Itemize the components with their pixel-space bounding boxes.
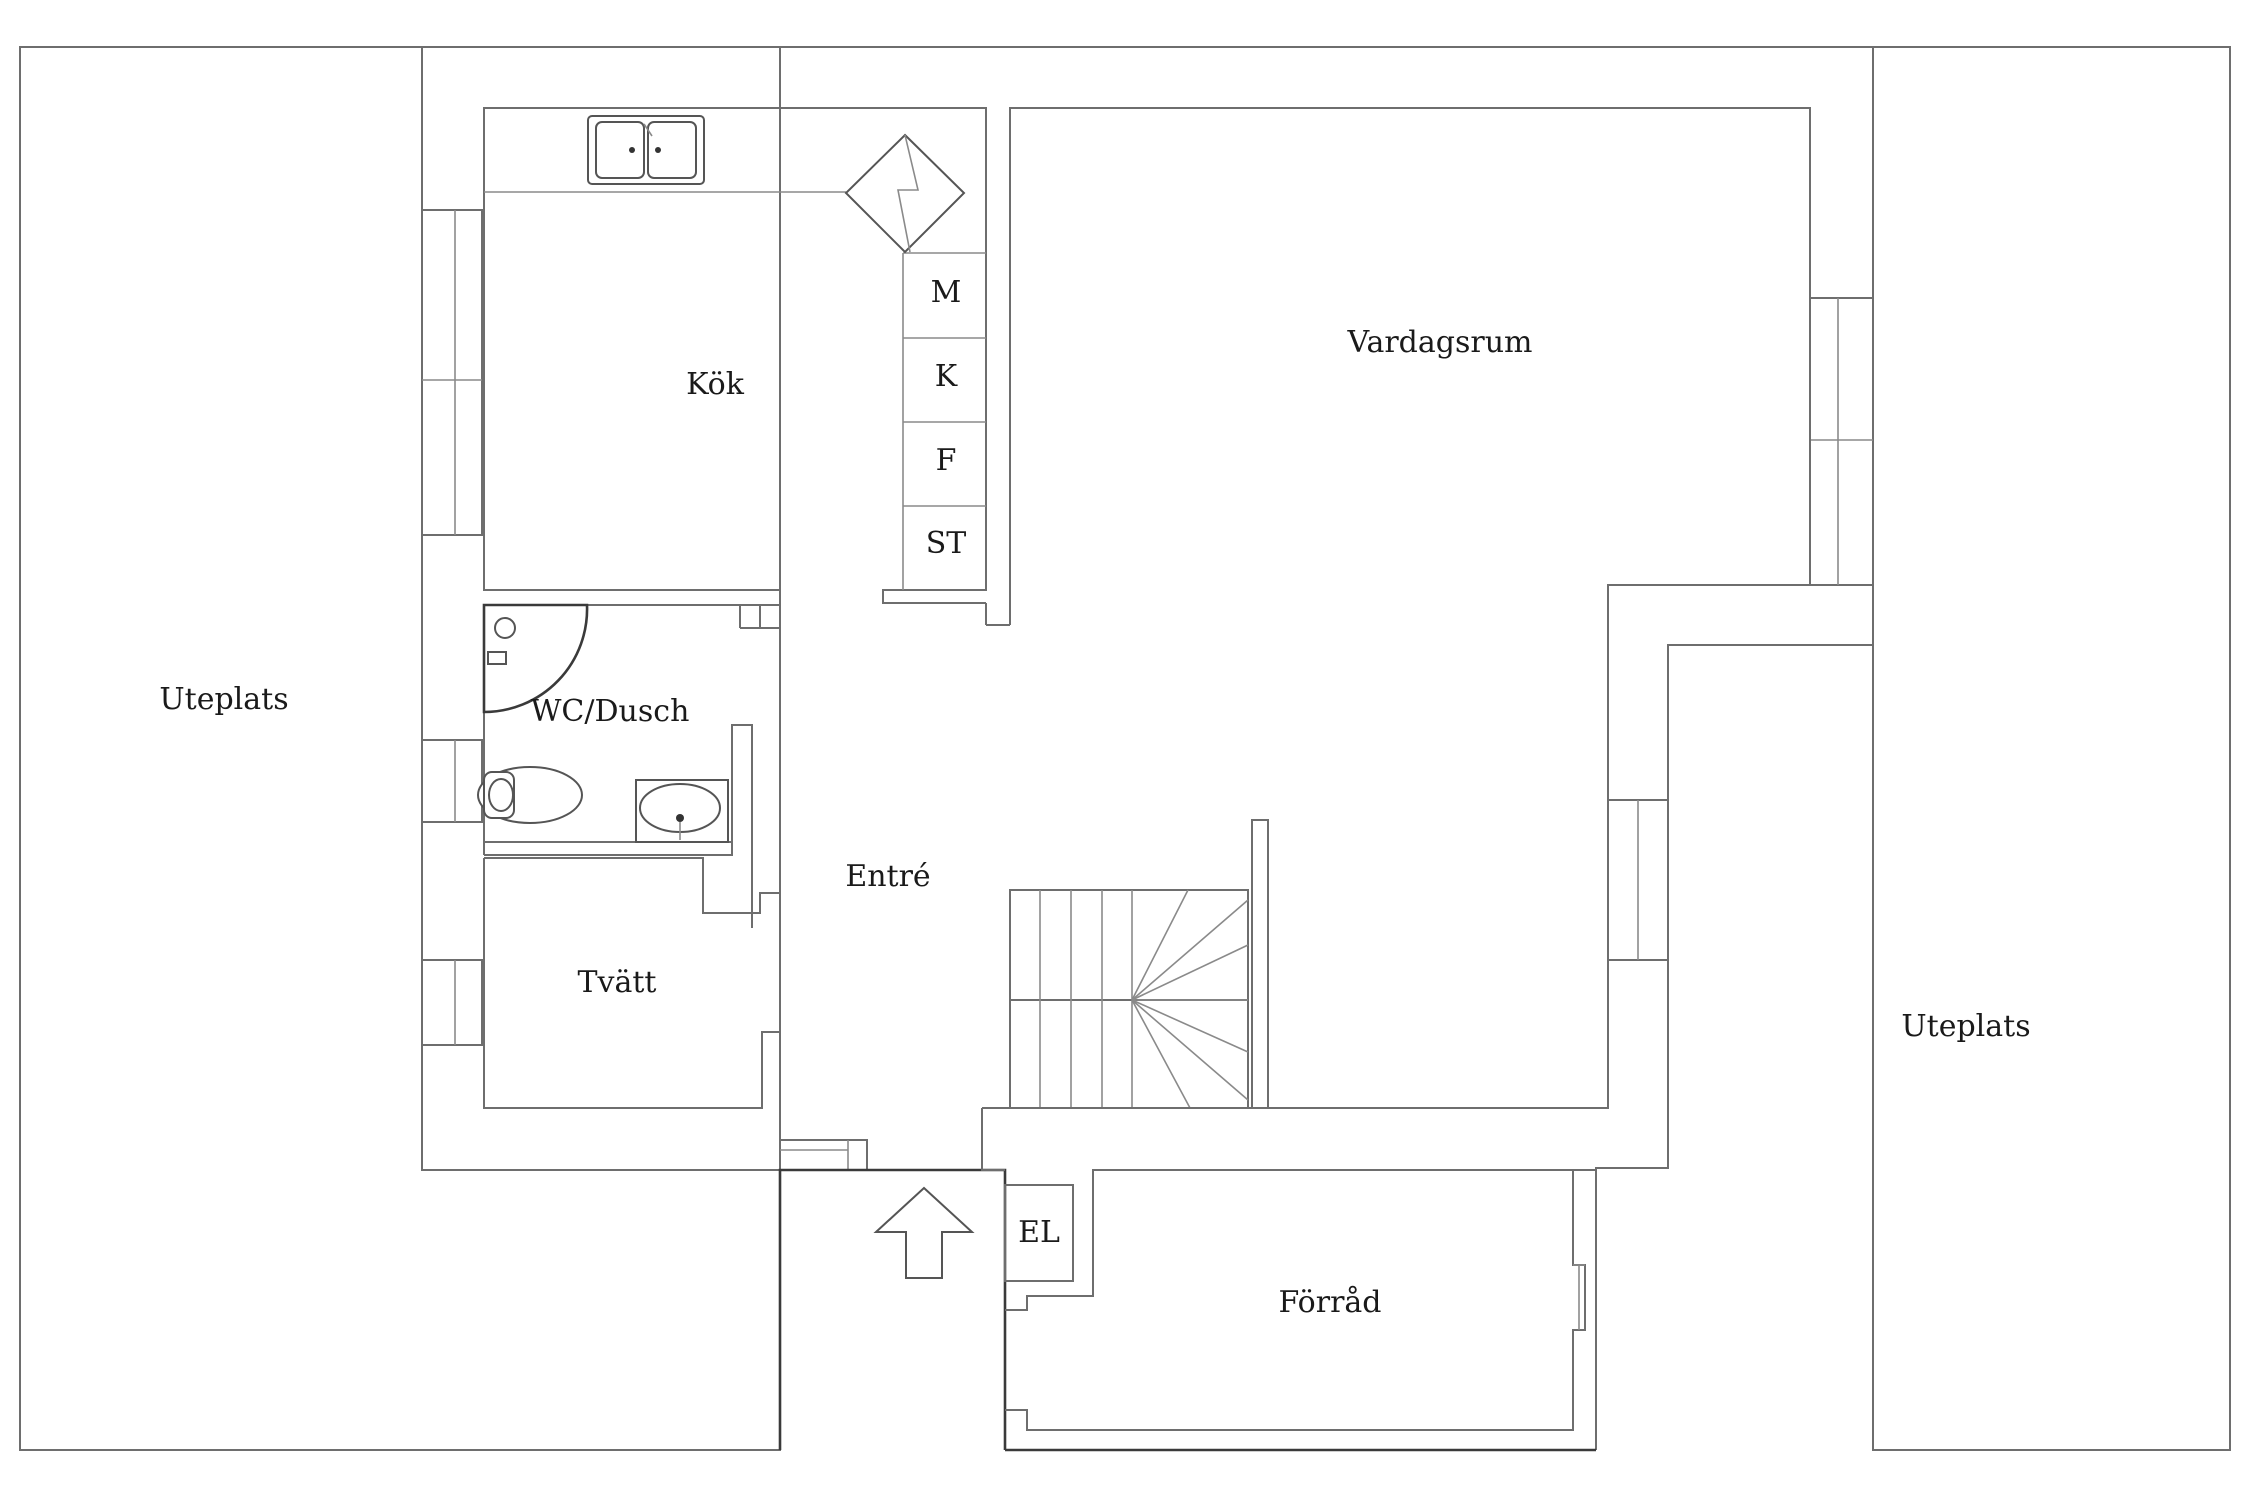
kitchen-wall: [483, 107, 987, 604]
appliance-label-m: M: [930, 275, 962, 310]
house-shell-right: [1595, 47, 1874, 1450]
window-left-2: [421, 739, 483, 823]
washbasin-icon: [635, 779, 729, 843]
house-shell-left: [421, 47, 780, 1171]
wc-wall: [484, 604, 781, 629]
window-right-2: [1607, 799, 1669, 961]
entrance-door: [779, 1139, 868, 1171]
outer-boundary-left: [19, 46, 781, 1451]
laundry-wall: [484, 857, 781, 928]
room-label-vardagsrum: Vardagsrum: [1347, 325, 1533, 360]
window-left-1: [421, 209, 483, 536]
outer-boundary-right: [1872, 46, 2231, 1451]
area-label-uteplats-left: Uteplats: [159, 682, 289, 717]
room-label-wc-dusch: WC/Dusch: [530, 694, 690, 729]
stove-icon: [844, 133, 966, 254]
toilet-icon: [477, 766, 583, 824]
room-label-kok: Kök: [686, 367, 744, 402]
appliance-label-f: F: [935, 443, 957, 478]
shower-door-arc: [482, 603, 589, 714]
entrance-path: [778, 1168, 1007, 1450]
window-right-1: [1809, 297, 1874, 586]
room-label-forrad: Förråd: [1278, 1285, 1382, 1320]
appliance-label-st: ST: [925, 526, 967, 561]
shower-head-icon: [494, 617, 516, 639]
appliance-label-k: K: [934, 359, 958, 394]
el-label: EL: [1018, 1215, 1060, 1250]
living-room-wall: [1009, 107, 1811, 1109]
room-label-entre: Entré: [845, 859, 931, 894]
staircase: [1009, 889, 1249, 1109]
window-left-3: [421, 959, 483, 1046]
el-cabinet: [1004, 1184, 1074, 1282]
entrance-arrow-icon: [873, 1186, 975, 1279]
room-label-tvatt: Tvätt: [577, 965, 657, 1000]
lower-block-wall: [981, 1108, 1005, 1171]
area-label-uteplats-right: Uteplats: [1901, 1009, 2031, 1044]
kitchen-sink: [587, 115, 705, 185]
